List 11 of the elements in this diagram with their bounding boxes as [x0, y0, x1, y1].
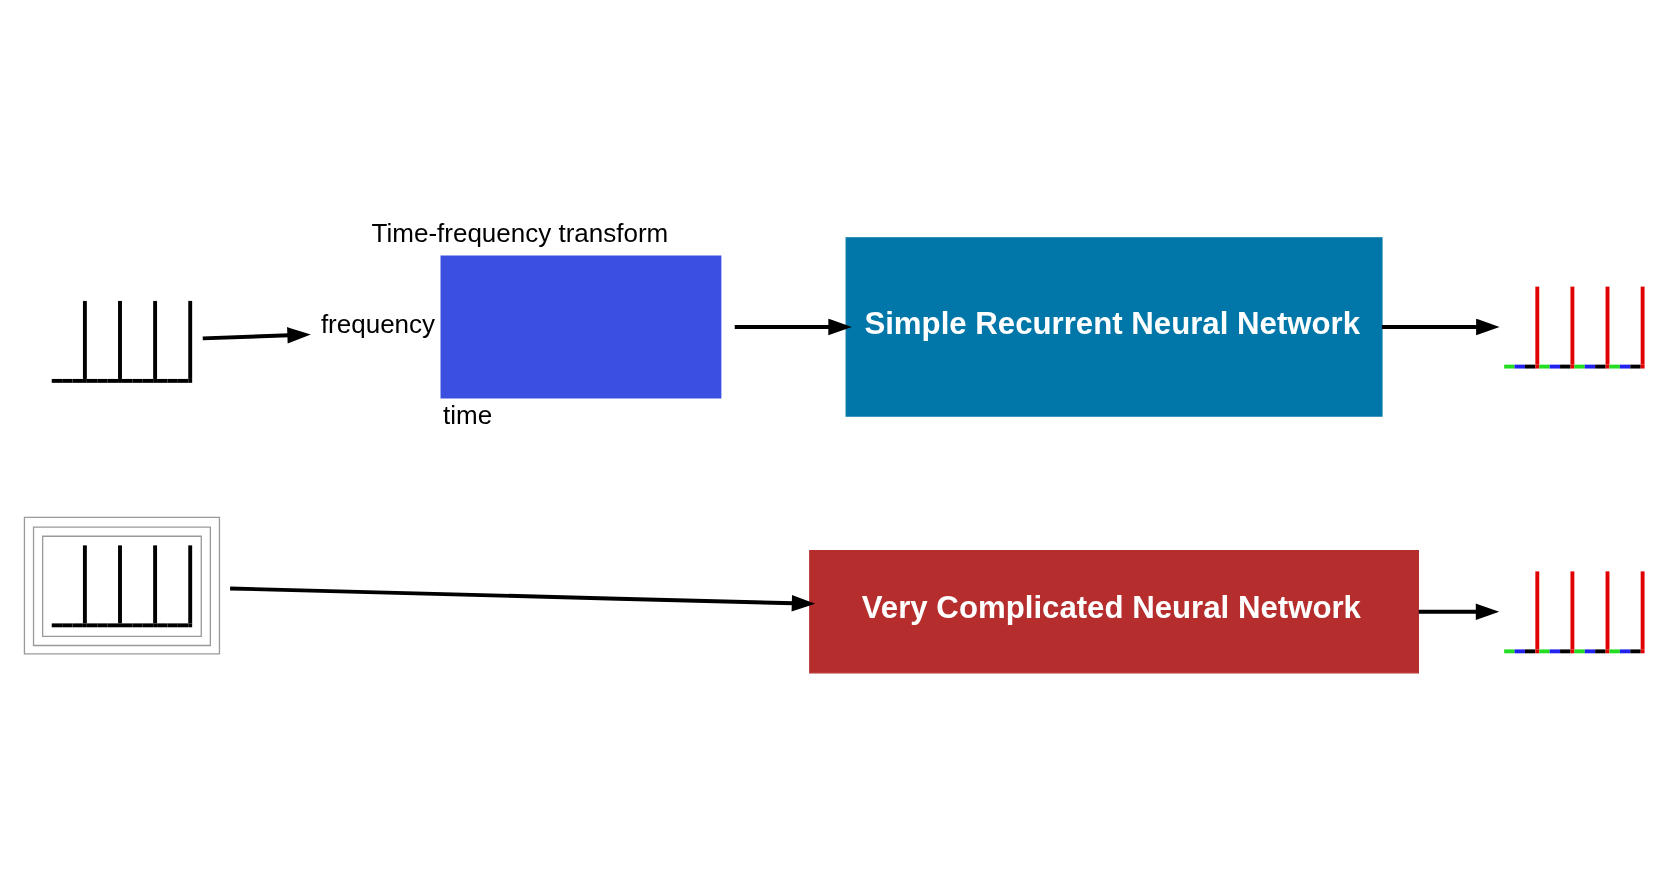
- arrow: [1381, 318, 1500, 335]
- node-label: Time-frequency transform: [371, 217, 669, 248]
- node-box: Very Complicated Neural Network: [809, 549, 1419, 673]
- node-box: Simple Recurrent Neural Network: [845, 236, 1383, 417]
- arrow: [1418, 602, 1500, 620]
- node-box: [440, 254, 722, 398]
- arrow: [202, 326, 311, 343]
- arrow: [734, 318, 852, 335]
- node-label: time: [443, 399, 493, 430]
- node-label: frequency: [320, 308, 436, 339]
- arrow: [230, 586, 816, 611]
